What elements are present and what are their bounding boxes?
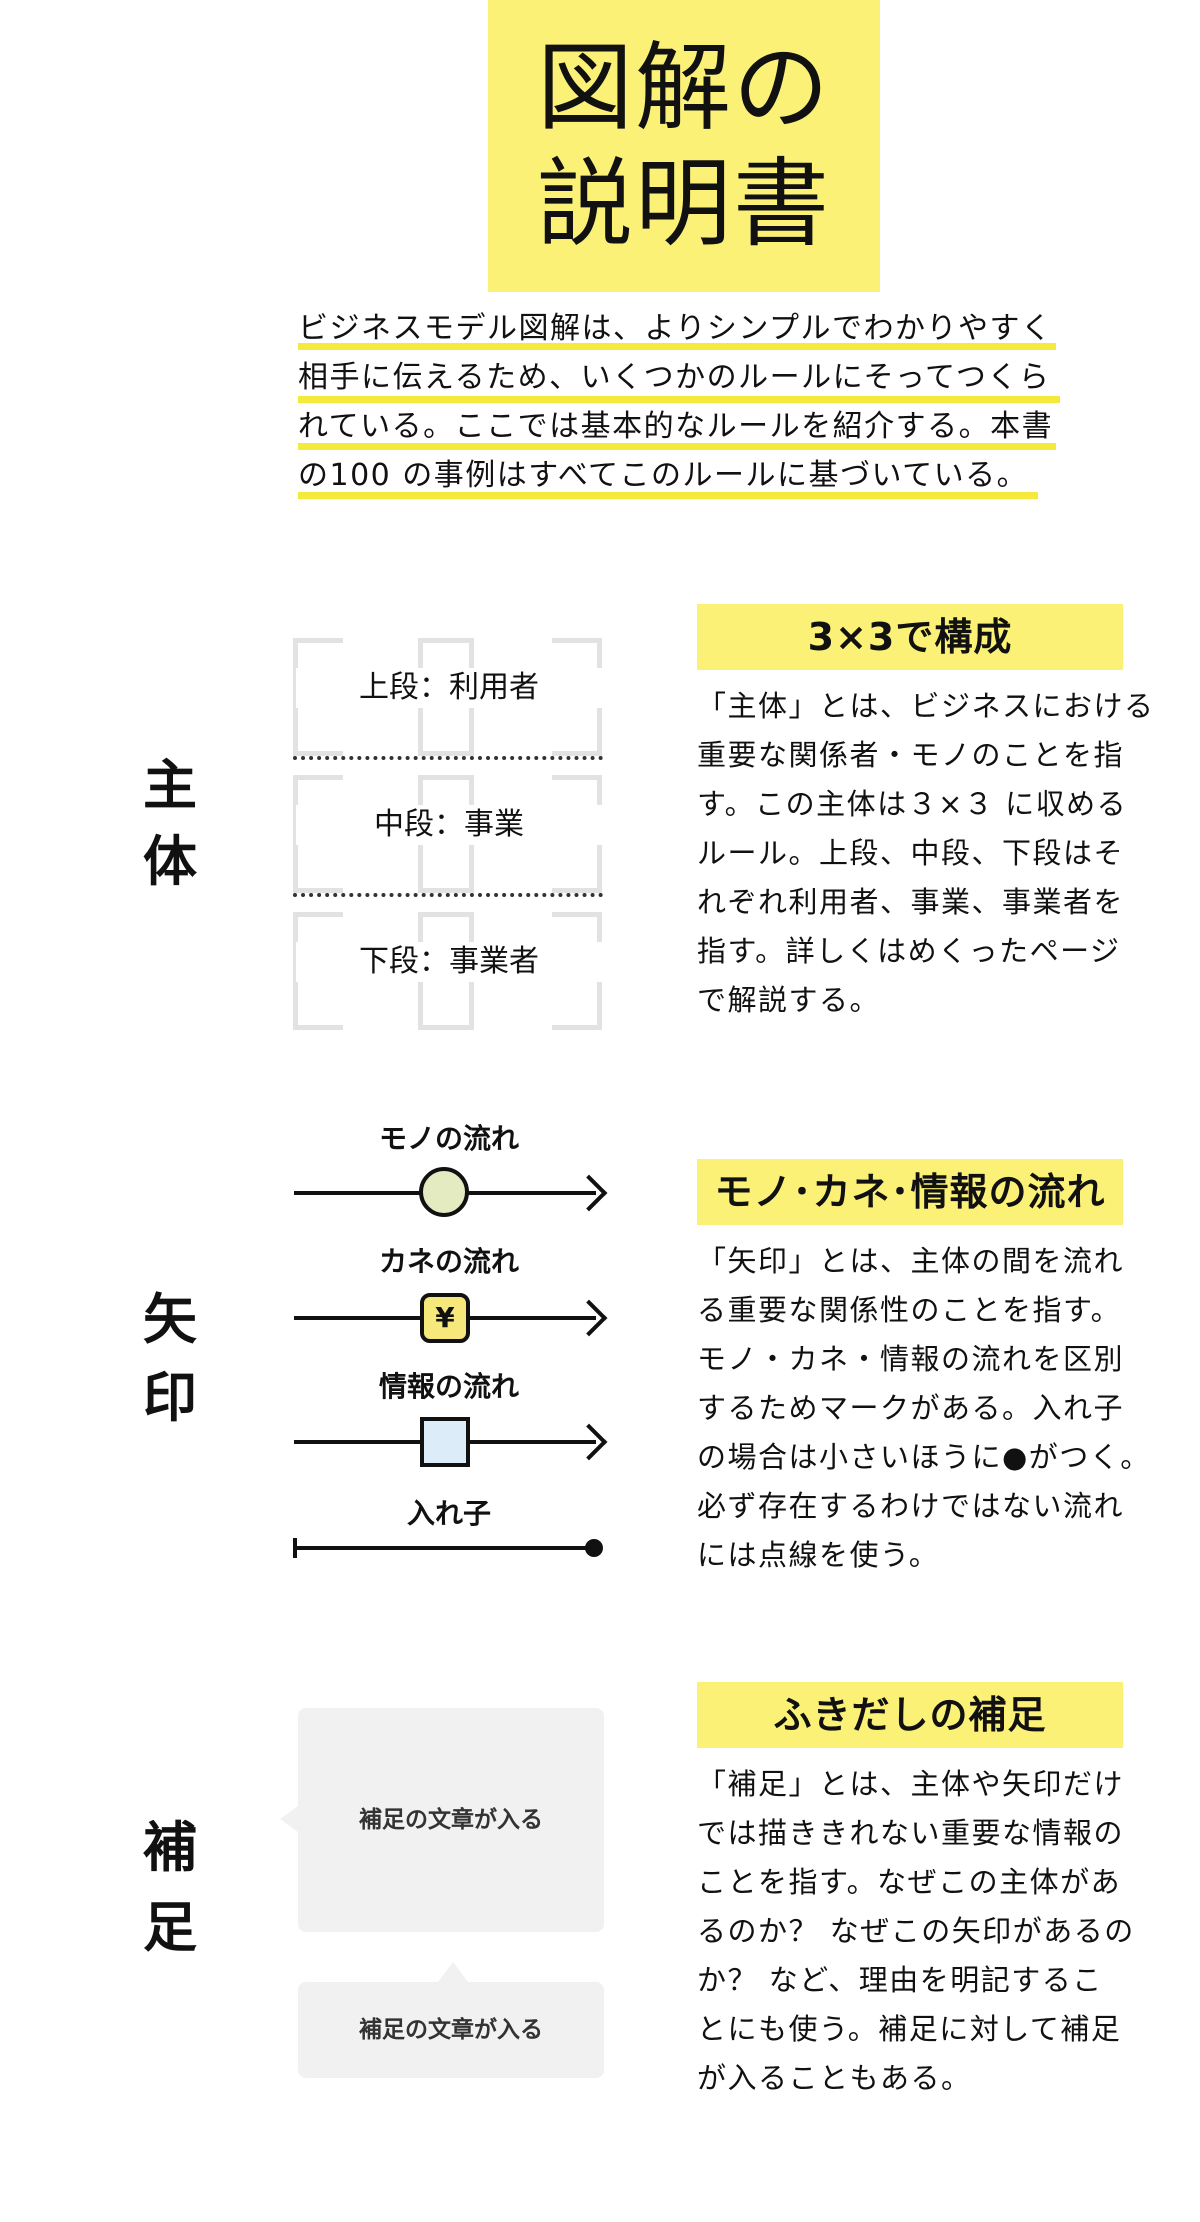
- body-line: の場合は小さいほうに●がつく。: [697, 1440, 1151, 1474]
- body-line: す。この主体は３×３ に収める: [697, 787, 1128, 821]
- body-line: 指す。詳しくはめくったページ: [697, 934, 1121, 968]
- flow-label-money: カネの流れ: [378, 1245, 519, 1278]
- intro-underline: [298, 492, 1038, 499]
- arrow-head-icon: [570, 1299, 608, 1337]
- body-line: には点線を使う。: [697, 1538, 940, 1572]
- body-line: とにも使う。補足に対して補足: [697, 2012, 1122, 2046]
- grid-cell-bracket: [293, 638, 343, 756]
- arrow-head-icon: [570, 1423, 608, 1461]
- body-line: 重要な関係者・モノのことを指: [697, 738, 1125, 772]
- body-line: れぞれ利用者、事業、事業者を: [697, 885, 1125, 919]
- body-line: る重要な関係性のことを指す。: [697, 1293, 1122, 1327]
- balloon-tail: [280, 1806, 298, 1832]
- body-line: モノ・カネ・情報の流れを区別: [697, 1342, 1125, 1376]
- nested-line: [294, 1546, 594, 1550]
- intro-line: 相手に伝えるため、いくつかのルールにそってつくら: [298, 360, 1051, 395]
- body-line: 「補足」とは、主体や矢印だけ: [697, 1767, 1125, 1801]
- nested-dot-icon: [585, 1539, 603, 1557]
- flow-label-information: 情報の流れ: [378, 1370, 519, 1403]
- intro-underline: [298, 343, 1056, 350]
- balloon-tail: [438, 1962, 468, 1982]
- information-square-icon: [420, 1417, 470, 1467]
- side-heading-char: 矢: [143, 1288, 197, 1351]
- side-heading-char: 足: [143, 1896, 197, 1959]
- side-heading-char: 補: [143, 1816, 197, 1879]
- balloon-text: 補足の文章が入る: [359, 2017, 543, 2043]
- body-line: 必ず存在するわけではない流れ: [697, 1489, 1125, 1523]
- body-line: るのか？ なぜこの矢印があるの: [697, 1914, 1135, 1948]
- section-title: モノ･カネ･情報の流れ: [697, 1159, 1123, 1225]
- balloon-text: 補足の文章が入る: [359, 1807, 543, 1833]
- body-line: では描ききれない重要な情報の: [697, 1816, 1125, 1850]
- title-box: 図解の 説明書: [488, 0, 880, 292]
- speech-balloon: 補足の文章が入る: [298, 1708, 604, 1932]
- side-heading-char: 主: [143, 754, 197, 817]
- nested-line-start-tick: [293, 1538, 297, 1558]
- arrow-head-icon: [570, 1174, 608, 1212]
- tier-label-lower: 下段：事業者: [296, 942, 602, 982]
- side-heading-char: 印: [143, 1366, 197, 1429]
- intro-line: の100 の事例はすべてこのルールに基づいている。: [298, 458, 1029, 493]
- title-line-2: 説明書: [537, 148, 831, 260]
- speech-balloon: 補足の文章が入る: [298, 1982, 604, 2078]
- goods-circle-icon: [419, 1167, 469, 1217]
- body-line: が入ることもある。: [697, 2061, 972, 2095]
- body-line: ルール。上段、中段、下段はそ: [697, 836, 1125, 870]
- grid-cell-bracket: [293, 912, 343, 1030]
- body-line: ことを指す。なぜこの主体があ: [697, 1865, 1122, 1899]
- intro-line: れている。ここでは基本的なルールを紹介する。本書: [298, 409, 1054, 444]
- section-title: ふきだしの補足: [697, 1682, 1123, 1748]
- intro-underline: [298, 443, 1056, 450]
- title-line-1: 図解の: [537, 32, 831, 144]
- side-heading-char: 体: [143, 830, 197, 893]
- body-line: 「矢印」とは、主体の間を流れ: [697, 1244, 1125, 1278]
- tier-label-middle: 中段：事業: [296, 805, 602, 845]
- yen-icon: ¥: [420, 1293, 470, 1343]
- intro-underline: [298, 396, 1060, 403]
- section-title: 3×3で構成: [697, 604, 1123, 670]
- tier-divider: [293, 893, 603, 897]
- flow-label-nested: 入れ子: [406, 1497, 491, 1530]
- intro-line: ビジネスモデル図解は、よりシンプルでわかりやすく: [298, 311, 1053, 346]
- tier-label-upper: 上段：利用者: [296, 668, 602, 708]
- body-line: するためマークがある。入れ子: [697, 1391, 1125, 1425]
- tier-divider: [293, 756, 603, 760]
- body-line: 「主体」とは、ビジネスにおける: [697, 689, 1155, 723]
- grid-cell-bracket: [293, 775, 343, 893]
- body-line: か？ など、理由を明記するこ: [697, 1963, 1103, 1997]
- flow-label-goods: モノの流れ: [378, 1122, 519, 1155]
- body-line: で解説する。: [697, 983, 881, 1017]
